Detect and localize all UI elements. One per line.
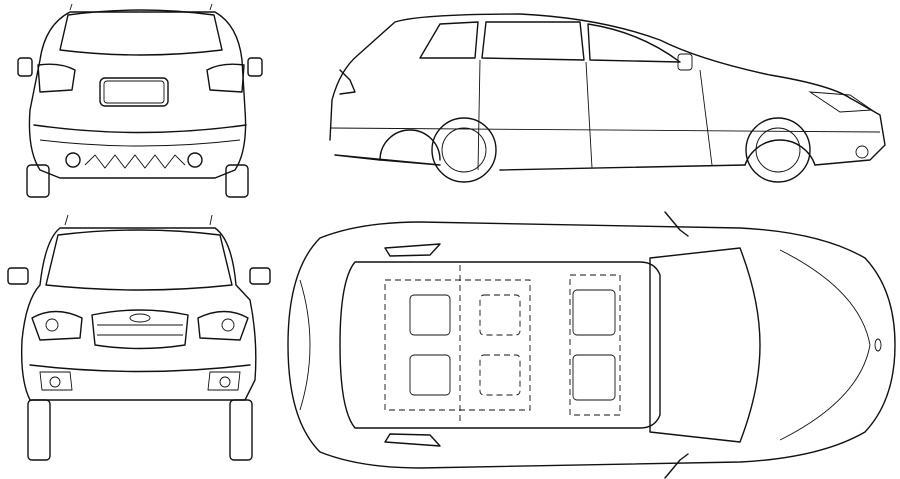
top-view [287,211,896,479]
front-view [7,214,271,461]
rear-view [17,3,263,198]
side-view [329,13,886,183]
